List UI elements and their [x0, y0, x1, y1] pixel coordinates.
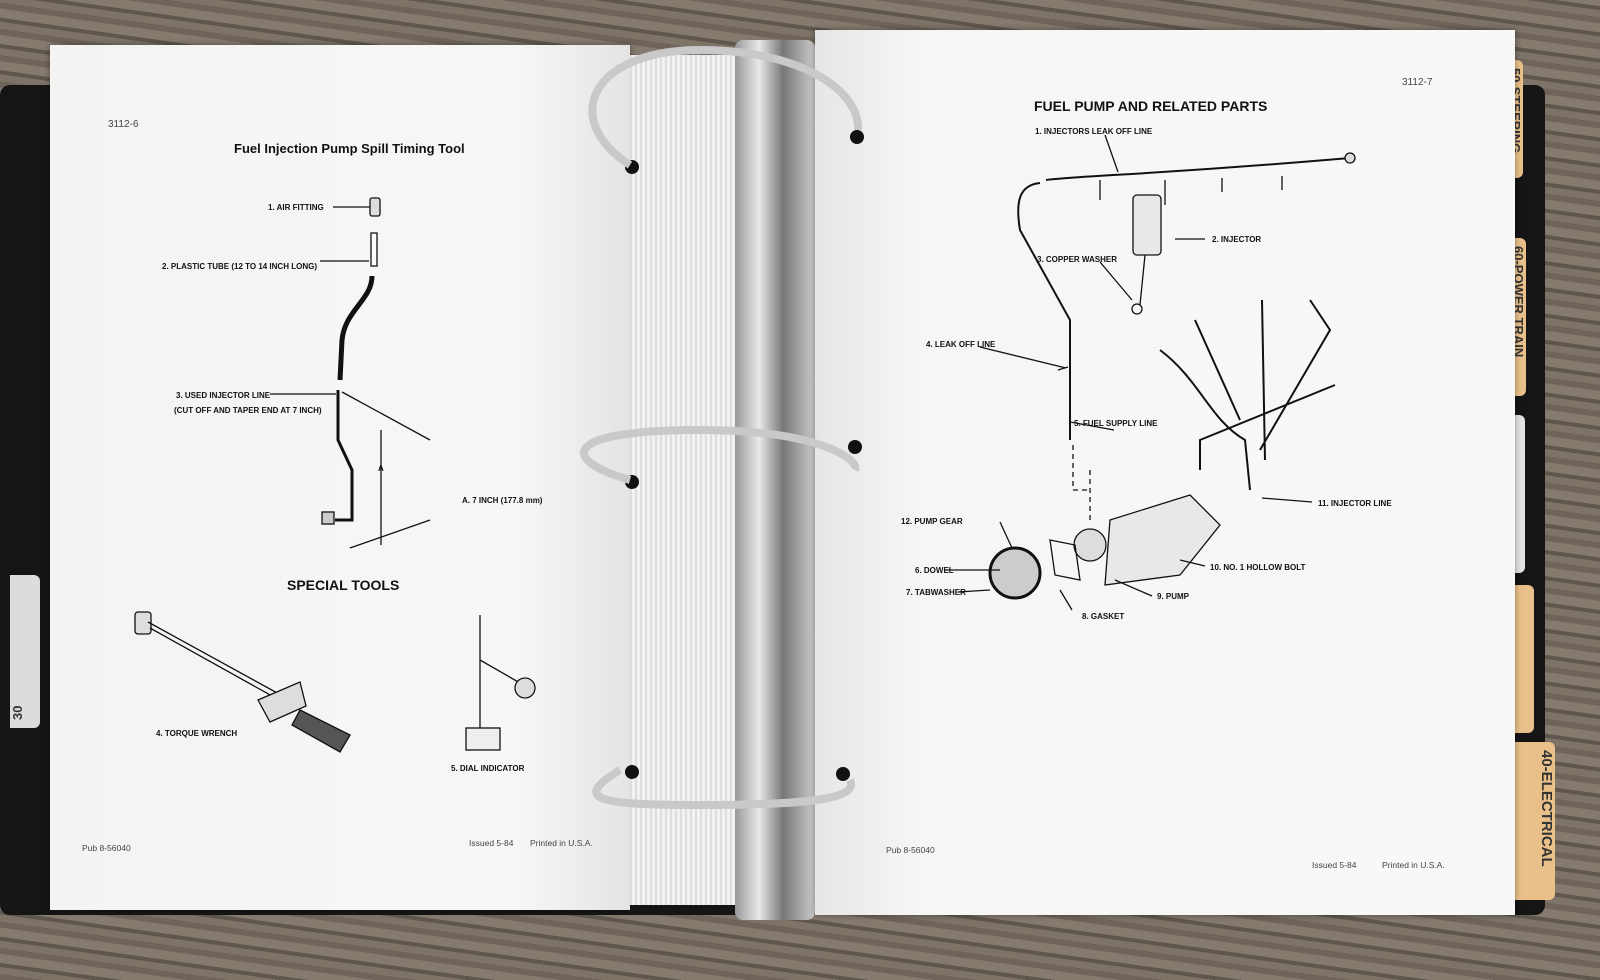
footer-pub: Pub 8-56040 — [886, 845, 935, 855]
page-stack-edge — [630, 55, 740, 905]
binder-spine — [735, 40, 815, 920]
page-number: 3112-6 — [108, 119, 139, 130]
punch-hole — [848, 440, 862, 454]
fuel-pump-diagram — [945, 134, 1356, 611]
label-part-10: 10. NO. 1 HOLLOW BOLT — [1210, 563, 1306, 572]
section-tab-electrical[interactable]: 40-ELECTRICAL — [1515, 742, 1555, 900]
label-part-1: 1. INJECTORS LEAK OFF LINE — [1035, 127, 1153, 136]
label-part-6: 6. DOWEL — [915, 566, 954, 575]
label-part-8: 8. GASKET — [1082, 612, 1125, 621]
label-plastic-tube: 2. PLASTIC TUBE (12 TO 14 INCH LONG) — [162, 262, 317, 271]
label-cut-off-note: (CUT OFF AND TAPER END AT 7 INCH) — [174, 406, 322, 415]
label-used-injector-line: 3. USED INJECTOR LINE — [176, 391, 271, 400]
label-part-2: 2. INJECTOR — [1212, 235, 1262, 244]
section-heading: SPECIAL TOOLS — [287, 577, 400, 593]
label-part-5: 5. FUEL SUPPLY LINE — [1074, 419, 1158, 428]
label-part-9: 9. PUMP — [1157, 592, 1190, 601]
footer-issued: Issued 5-84 — [469, 838, 514, 848]
label-part-11: 11. INJECTOR LINE — [1318, 499, 1392, 508]
page-number: 3112-7 — [1402, 77, 1433, 88]
footer-printed: Printed in U.S.A. — [1382, 860, 1445, 870]
label-part-7: 7. TABWASHER — [906, 588, 966, 597]
label-part-12: 12. PUMP GEAR — [901, 517, 963, 526]
label-part-4: 4. LEAK OFF LINE — [926, 340, 996, 349]
label-dial-indicator: 5. DIAL INDICATOR — [451, 764, 525, 773]
right-page — [815, 30, 1515, 915]
footer-pub: Pub 8-56040 — [82, 843, 131, 853]
tab-label: 40-ELECTRICAL — [1538, 750, 1555, 867]
label-dimension-a: A. 7 INCH (177.8 mm) — [462, 496, 543, 505]
punch-hole — [836, 767, 850, 781]
label-air-fitting: 1. AIR FITTING — [268, 203, 324, 212]
dial-indicator-drawing — [465, 615, 536, 751]
left-page — [50, 45, 630, 910]
footer-issued: Issued 5-84 — [1312, 860, 1357, 870]
binder-rings — [580, 45, 863, 810]
label-part-3: 3. COPPER WASHER — [1037, 255, 1118, 264]
torque-wrench-drawing — [134, 611, 351, 753]
punch-hole — [850, 130, 864, 144]
page-title: Fuel Injection Pump Spill Timing Tool — [234, 141, 465, 156]
footer-printed: Printed in U.S.A. — [530, 838, 593, 848]
spill-timing-tool-drawing — [270, 197, 431, 549]
label-torque-wrench: 4. TORQUE WRENCH — [156, 729, 238, 738]
page-title: FUEL PUMP AND RELATED PARTS — [1034, 98, 1268, 114]
punch-hole — [625, 765, 639, 779]
